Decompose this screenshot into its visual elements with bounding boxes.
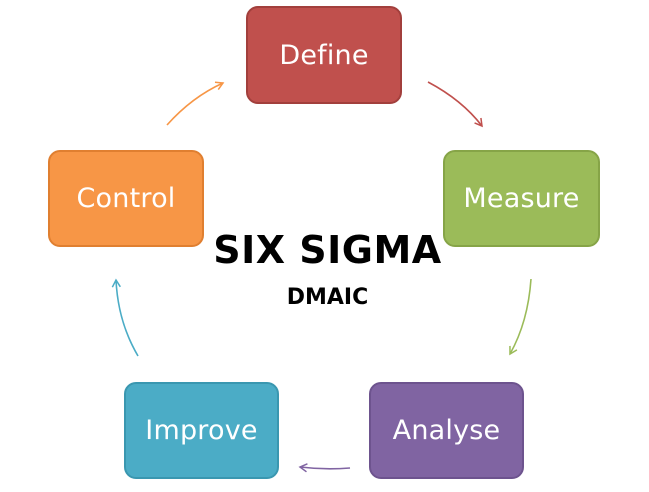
step-control: Control [48, 150, 204, 247]
arrow-improve-to-control [111, 278, 139, 357]
arrow-control-to-define [166, 81, 225, 126]
step-improve-label: Improve [145, 415, 258, 446]
step-analyse-label: Analyse [392, 415, 501, 446]
arrow-measure-to-analyse [509, 278, 532, 356]
step-define: Define [246, 6, 402, 104]
diagram-title: SIX SIGMA [213, 228, 442, 272]
arrow-analyse-to-improve [298, 463, 351, 473]
step-measure-label: Measure [463, 183, 580, 214]
diagram-subtitle: DMAIC [286, 285, 369, 310]
step-improve: Improve [124, 382, 279, 479]
step-define-label: Define [279, 39, 369, 71]
arrow-define-to-measure [427, 81, 483, 128]
step-analyse: Analyse [369, 382, 524, 479]
step-control-label: Control [76, 183, 176, 214]
step-measure: Measure [443, 150, 600, 247]
